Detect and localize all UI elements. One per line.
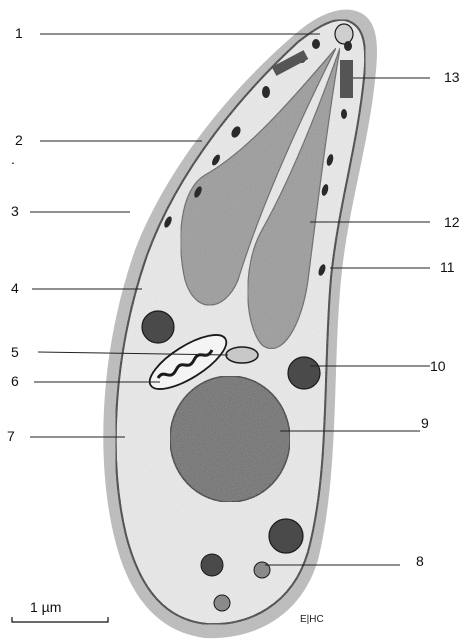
label-6: 6 — [11, 373, 19, 389]
amylopectin-granule-8 — [254, 562, 270, 578]
stray-mark: . — [11, 151, 15, 167]
scale-bar-label: 1 µm — [30, 599, 61, 615]
conoid — [335, 24, 353, 44]
label-13: 13 — [444, 69, 460, 85]
microneme — [262, 86, 270, 98]
label-9: 9 — [421, 415, 429, 431]
dense-granule-10 — [288, 357, 320, 389]
microneme — [344, 41, 352, 51]
apicoplast — [226, 347, 258, 363]
label-5: 5 — [11, 344, 19, 360]
label-12: 12 — [444, 214, 460, 230]
label-1: 1 — [15, 25, 23, 41]
label-10: 10 — [430, 358, 446, 374]
dense-granule — [269, 519, 303, 553]
microneme — [312, 39, 320, 49]
amylopectin-granule — [201, 554, 223, 576]
dense-body-13 — [340, 60, 353, 98]
label-7: 7 — [7, 428, 15, 444]
label-3: 3 — [11, 203, 19, 219]
nucleus — [170, 376, 290, 502]
label-4: 4 — [11, 280, 19, 296]
scale-bar: 1 µm — [12, 599, 108, 622]
label-2: 2 — [15, 132, 23, 148]
label-8: 8 — [416, 553, 424, 569]
microneme — [341, 109, 347, 119]
illustrator-credit: E|HC — [300, 614, 324, 625]
amylopectin-granule — [214, 595, 230, 611]
dense-granule — [142, 311, 174, 343]
label-11: 11 — [440, 259, 455, 275]
